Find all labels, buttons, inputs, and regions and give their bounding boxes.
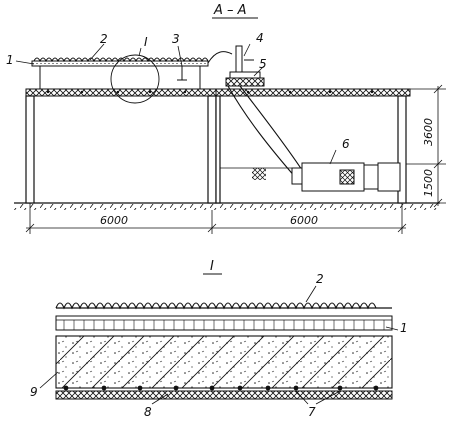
vertical-dimensions — [406, 84, 446, 208]
mat-cells — [63, 320, 385, 330]
callout-3: 3 — [172, 32, 180, 46]
detail-coil-layer — [55, 302, 377, 310]
power-cable-down — [227, 85, 297, 179]
dim-span-left: 6000 — [100, 214, 128, 227]
dim-height-total: 3600 — [422, 118, 435, 146]
detail-i: I — [30, 259, 408, 419]
detail-formwork — [55, 390, 393, 400]
detail-leaders — [39, 285, 399, 405]
dim-span-right: 6000 — [290, 214, 318, 227]
section-title: А – А — [213, 3, 247, 18]
detail-marker: I — [144, 35, 148, 49]
transformer-unit — [225, 45, 265, 87]
detail-callout-9: 9 — [30, 385, 38, 399]
detail-circle — [110, 54, 160, 104]
callout-5: 5 — [259, 57, 267, 71]
detail-callout-2: 2 — [316, 272, 324, 286]
detail-callout-8: 8 — [144, 405, 152, 419]
slab-dots — [46, 90, 374, 94]
detail-callout-1: 1 — [400, 321, 408, 335]
callout-2: 2 — [100, 32, 108, 46]
heating-mat-roll — [31, 57, 209, 89]
callout-4: 4 — [256, 31, 264, 45]
detail-callout-7: 7 — [308, 405, 316, 419]
callout-1: 1 — [6, 53, 14, 67]
dim-height-lower: 1500 — [422, 169, 435, 197]
ground — [14, 202, 440, 210]
heater-unit — [291, 162, 401, 192]
section-a-a: А – А — [6, 3, 446, 234]
heated-zone-marker — [252, 168, 266, 180]
horizontal-dimensions — [25, 203, 407, 234]
detail-rebar — [63, 385, 379, 391]
detail-title: I — [210, 259, 214, 274]
roof-slab-right — [215, 88, 411, 97]
power-cable-top — [207, 51, 233, 64]
callout-6: 6 — [342, 137, 350, 151]
roof-slab-left — [25, 88, 217, 97]
callout-leaders — [15, 43, 337, 165]
